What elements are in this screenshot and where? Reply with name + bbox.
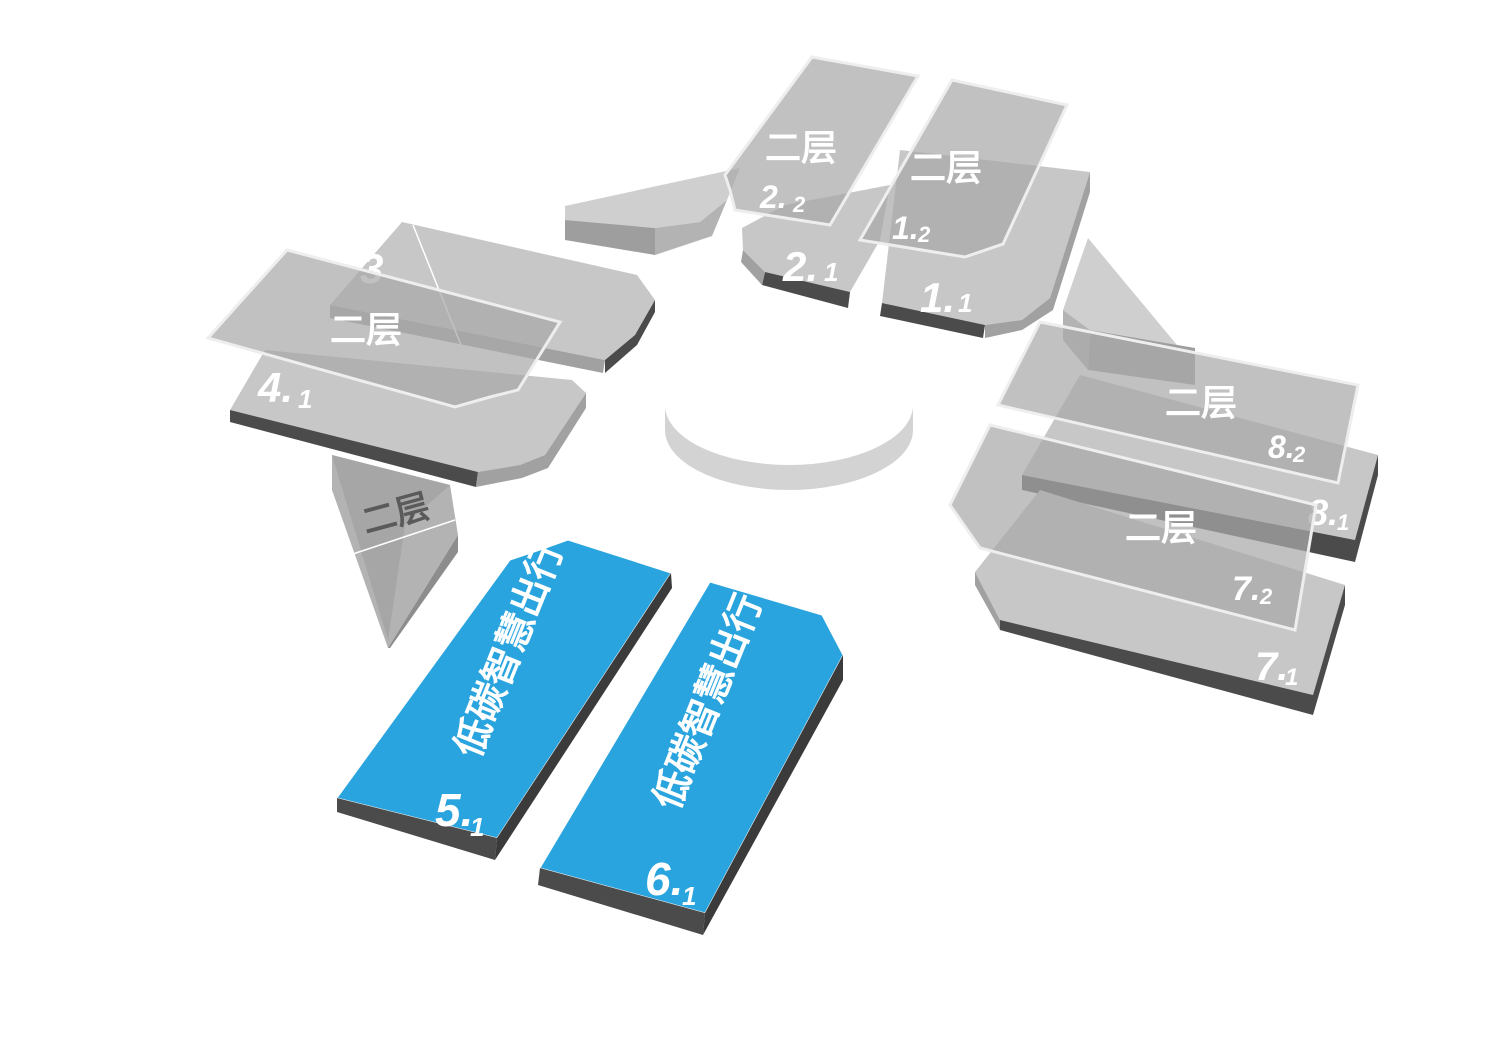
zone-6-1-sub: 1 [682, 881, 696, 911]
zone-6-1-low-carbon-mobility[interactable]: 低碳智慧出行 6. 1 [538, 581, 844, 935]
zone-7-2-upper-floor[interactable]: 二层 7. 2 [948, 423, 1318, 632]
zone-8-2-floor-label: 二层 [1165, 382, 1237, 423]
zone-2-1-number: 2. [782, 243, 818, 290]
wedge-north [565, 168, 740, 255]
zone-5-1-number: 5. [435, 784, 473, 836]
zone-7-1-number: 7. [1255, 645, 1288, 689]
zone-1-2-floor-label: 二层 [910, 147, 982, 188]
zone-2-2-floor-label: 二层 [765, 127, 837, 168]
zone-8-2-sub: 2 [1292, 442, 1306, 467]
zone-2-2-upper-floor[interactable]: 二层 2. 2 [723, 55, 921, 227]
zone-1-2-sub: 2 [917, 222, 931, 247]
zone-8-2-number: 8. [1268, 429, 1295, 465]
zone-2-2-sub: 2 [792, 192, 806, 217]
zone-6-1-number: 6. [645, 853, 683, 905]
zone-8-1-sub: 1 [1337, 510, 1349, 535]
zone-5-1-sub: 1 [470, 812, 484, 842]
zone-7-1-sub: 1 [1285, 664, 1298, 691]
zone-4-upper-floor[interactable]: 二层 [205, 248, 563, 409]
zone-1-2-upper-floor[interactable]: 二层 1. 2 [857, 78, 1070, 259]
zone-7-2-number: 7. [1232, 570, 1260, 608]
zone-1-1-sub: 1 [958, 288, 972, 318]
zone-7-2-sub: 2 [1259, 584, 1273, 609]
zone-4-upper-floor-label: 二层 [330, 309, 402, 350]
zone-west-triangle[interactable]: 二层 [332, 455, 458, 648]
zone-4-1-number: 4. [257, 364, 293, 411]
zone-4-1-sub: 1 [298, 384, 312, 414]
zone-1-2-number: 1. [892, 210, 919, 246]
zone-2-1-sub: 1 [824, 257, 838, 287]
zone-2-2-number: 2. [759, 179, 787, 215]
zone-8-2-upper-floor[interactable]: 二层 8. 2 [995, 320, 1360, 485]
zone-1-1-number: 1. [920, 274, 955, 321]
zone-7-2-floor-label: 二层 [1125, 507, 1197, 548]
central-plaza [665, 405, 913, 490]
